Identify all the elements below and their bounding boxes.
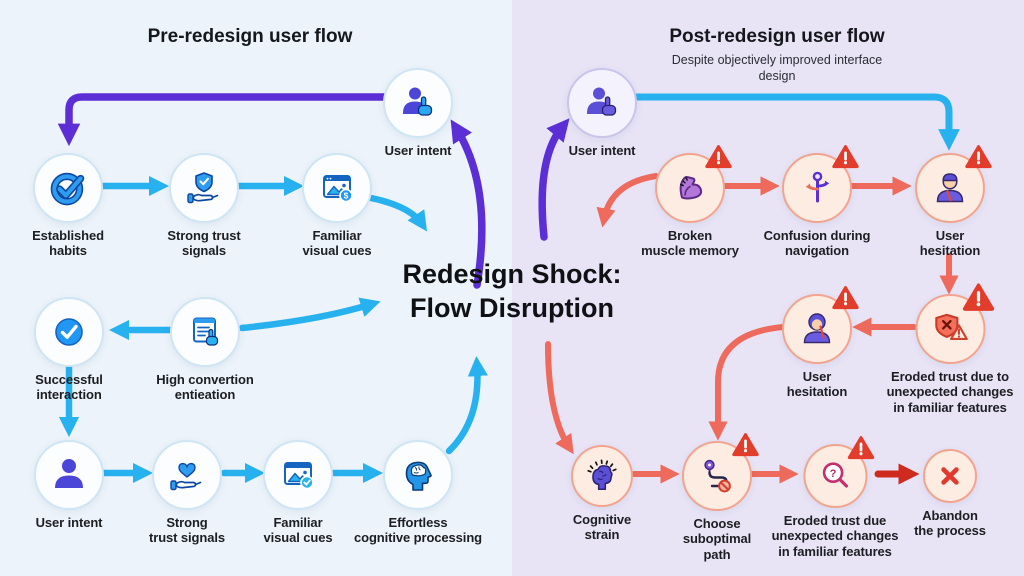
node-label: Established habits [32, 228, 104, 259]
node-label: Abandon the process [914, 508, 986, 539]
node-high-convertion: High convertion entieation [130, 297, 280, 403]
node-label: Cognitive strain [572, 512, 632, 543]
strained-brain-icon [587, 459, 617, 491]
node-label: User hesitation [786, 369, 848, 400]
node-strong-trust-signals-1: Strong trust signals [149, 153, 259, 259]
node-label: Eroded trust due to unexpected changes i… [886, 369, 1014, 415]
node-user-intent-bottom: User intent [19, 440, 119, 530]
node-label: Effortless cognitive processing [353, 515, 483, 546]
node-broken-muscle-memory: Broken muscle memory [615, 145, 765, 259]
hesitant-user-icon [936, 173, 964, 203]
node-user-hesitation-1: User hesitation [895, 145, 1005, 259]
node-familiar-visual-cues-1: $ Familiar visual cues [282, 153, 392, 259]
muscle-arm-icon [679, 176, 703, 200]
node-strong-trust-signals-2: Strong trust signals [132, 440, 242, 546]
node-label: User intent [35, 515, 103, 530]
node-label: Successful interaction [35, 372, 103, 403]
node-label: Choose suboptimal path [682, 516, 752, 562]
warning-icon [732, 433, 759, 457]
center-title-line1: Redesign Shock: [402, 259, 622, 289]
node-cognitive-strain: Cognitive strain [547, 445, 657, 543]
node-established-habits: Established habits [13, 153, 123, 259]
node-user-intent-right: User intent [552, 68, 652, 158]
node-label: High convertion entieation [156, 372, 254, 403]
person-icon [55, 459, 83, 488]
shield-hand-icon [187, 172, 219, 204]
warning-icon [965, 145, 992, 169]
post-heading: Post-redesign user flow [669, 26, 885, 47]
warning-icon [705, 145, 732, 169]
node-label: Strong trust signals [167, 228, 241, 259]
question-glyph: ? [829, 468, 836, 480]
branching-paths-icon [805, 171, 830, 203]
node-abandon-the-process: Abandon the process [890, 449, 1010, 539]
heart-hand-icon [170, 462, 202, 491]
node-label: Eroded trust due unexpected changes in f… [771, 513, 899, 559]
node-label: User hesitation [919, 228, 981, 259]
warning-icon [832, 286, 859, 310]
detour-route-icon [704, 459, 731, 493]
browser-image-dollar-icon: $ [323, 175, 353, 203]
user-intent-icon [403, 87, 433, 116]
node-effortless-cognitive-processing: Effortless cognitive processing [323, 440, 513, 546]
node-eroded-trust-2: ? Eroded trust due unexpected changes in… [748, 436, 923, 559]
post-subheading: Despite objectively improved interface d… [671, 53, 883, 84]
broken-shield-icon [934, 313, 968, 341]
thinking-user-icon [803, 313, 831, 344]
node-confusion-during-navigation: Confusion during navigation [737, 145, 897, 259]
node-label: Broken muscle memory [641, 228, 739, 259]
node-label: Confusion during navigation [763, 228, 871, 259]
center-title: Redesign Shock: Flow Disruption [402, 257, 621, 325]
warning-icon [832, 145, 859, 169]
dollar-glyph: $ [344, 191, 349, 201]
warning-icon [847, 436, 874, 460]
node-label: Familiar visual cues [302, 228, 372, 259]
form-click-icon [193, 317, 219, 346]
node-user-intent-top: User intent [368, 68, 468, 158]
check-circle-icon [50, 172, 85, 206]
browser-image-check-icon [284, 462, 314, 490]
node-familiar-visual-cues-2: Familiar visual cues [243, 440, 353, 546]
node-choose-suboptimal-path: Choose suboptimal path [662, 433, 772, 562]
node-user-hesitation-2: User hesitation [762, 286, 872, 400]
user-intent-icon [587, 87, 617, 116]
head-brain-icon [405, 461, 432, 491]
node-label: User intent [384, 143, 452, 158]
node-label: Familiar visual cues [263, 515, 333, 546]
node-label: User intent [568, 143, 636, 158]
node-label: Strong trust signals [149, 515, 225, 546]
magnifier-question-icon: ? [822, 462, 848, 488]
center-title-line2: Flow Disruption [410, 293, 614, 324]
success-check-icon [55, 318, 83, 346]
warning-icon [962, 283, 994, 311]
node-successful-interaction: Successful interaction [9, 297, 129, 403]
abandon-x-icon [941, 467, 959, 485]
node-eroded-trust-1: Eroded trust due to unexpected changes i… [858, 283, 1024, 415]
pre-heading: Pre-redesign user flow [147, 26, 353, 47]
